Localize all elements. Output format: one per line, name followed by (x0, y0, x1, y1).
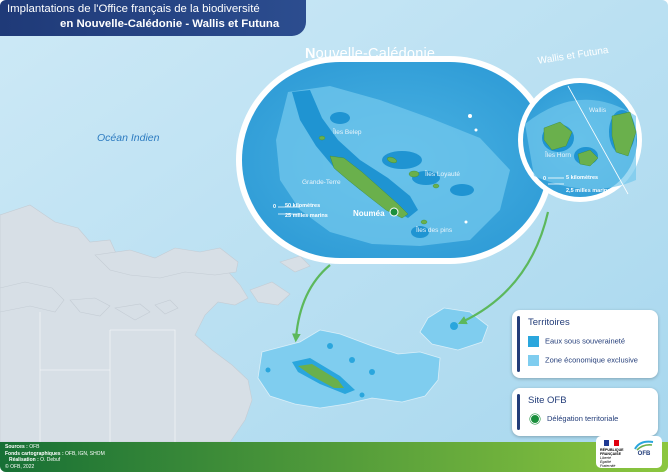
legend-accent-bar (517, 316, 520, 372)
nc-scale-bar (278, 206, 300, 215)
ile-loyaute-1 (387, 156, 397, 164)
legend-item-label: Zone économique exclusive (545, 355, 638, 365)
wf-islands (543, 111, 637, 167)
legend-item-zee: Zone économique exclusive (528, 355, 638, 366)
border-lines (39, 312, 176, 442)
grande-terre-island (329, 155, 409, 219)
nc-title-initial: N (305, 46, 316, 62)
nc-scale-zero: 0 (273, 204, 277, 210)
legend-site-ofb: Site OFB Délégation territoriale (512, 388, 658, 436)
nc-eez (257, 329, 441, 409)
legend-item-label: Délégation territoriale (547, 414, 619, 423)
nc-scale-km: 50 kilomètres (285, 203, 321, 209)
delegation-marker-icon (530, 414, 540, 425)
iles-des-pins-label: Îles des pins (416, 227, 453, 234)
iles-loyaute-label: Îles Loyauté (425, 171, 461, 178)
legend-item-delegation: Délégation territoriale (528, 414, 619, 425)
nc-title-rest: ouvelle-Calédonie (315, 46, 436, 62)
ile-des-pins-island (420, 219, 428, 225)
rf-line-5: Fraternité (600, 464, 616, 468)
republique-francaise-logo: RÉPUBLIQUE FRANÇAISE Liberté Égalité Fra… (600, 440, 624, 468)
ocean-label: Océan Indien (97, 132, 160, 144)
wf-scale-km: 5 kilomètres (566, 175, 599, 181)
wf-inset-eez (525, 99, 636, 190)
french-flag-icon (604, 440, 619, 446)
ofb-logo: OFB (630, 439, 658, 457)
legend-accent-bar (517, 394, 520, 430)
ile-loyaute-2 (408, 170, 420, 178)
ofb-swoosh-icon (634, 440, 654, 451)
wf-territorial-waters (450, 322, 458, 330)
ile-loyaute-3 (432, 183, 440, 189)
rf-line-4: Égalité (600, 460, 611, 464)
nc-mainland-small (298, 364, 344, 388)
nc-small-white-islands (464, 114, 478, 224)
wf-scale-zero: 0 (543, 176, 547, 182)
arrow-wf (458, 211, 550, 325)
futuna-island (543, 121, 573, 151)
legend-item-souverainete: Eaux sous souveraineté (528, 336, 625, 347)
land-masses (0, 204, 311, 443)
nc-islands (318, 135, 440, 225)
swatch-souverainete (528, 336, 539, 347)
rf-line-1: RÉPUBLIQUE (600, 448, 624, 452)
iles-belep-island (318, 135, 326, 141)
legend-territoires-title: Territoires (528, 317, 570, 328)
title-banner: Implantations de l'Office français de la… (0, 0, 306, 36)
noumea-marker (389, 207, 399, 217)
rf-line-2: FRANÇAISE (600, 452, 621, 456)
wallis-island (611, 111, 637, 157)
iles-horn-label: Îles Horn (545, 152, 572, 159)
ofb-wordmark: OFB (637, 451, 651, 457)
logos-box: RÉPUBLIQUE FRANÇAISE Liberté Égalité Fra… (596, 436, 662, 468)
credit-fonds: Fonds cartographiques : OFB, IGN, SHOM (5, 450, 105, 457)
legend-territoires: Territoires Eaux sous souveraineté Zone … (512, 310, 658, 378)
wf-scale-nm: 2,5 milles marins (566, 188, 611, 194)
wf-scale-bar (548, 177, 564, 185)
credit-copyright: © OFB, 2022 (5, 463, 35, 470)
title-line-1: Implantations de l'Office français de la… (7, 3, 260, 15)
wf-boundary-line (567, 85, 629, 195)
noumea-label: Nouméa (353, 209, 385, 218)
iles-belep-label: Îles Belep (333, 129, 362, 136)
credit-realisation: Réalisation : O. Debuf (9, 457, 61, 464)
rf-line-3: Liberté (600, 456, 611, 460)
legend-site-title: Site OFB (528, 395, 567, 406)
credit-sources: Sources : OFB (5, 444, 40, 450)
nc-inset-title: Nouvelle-Calédonie (305, 46, 435, 62)
alofi-island (577, 149, 599, 167)
wallis-label: Wallis (589, 107, 607, 114)
grande-terre-label: Grande-Terre (302, 179, 341, 186)
nc-scale-nm: 25 milles marins (285, 213, 328, 219)
credits: Sources : OFB Fonds cartographiques : OF… (5, 444, 105, 470)
footer-band (0, 442, 668, 472)
legend-item-label: Eaux sous souveraineté (545, 336, 626, 346)
swatch-zee (528, 355, 539, 366)
title-line-2: en Nouvelle-Calédonie - Wallis et Futuna (60, 18, 280, 30)
arrow-nc (291, 264, 331, 343)
